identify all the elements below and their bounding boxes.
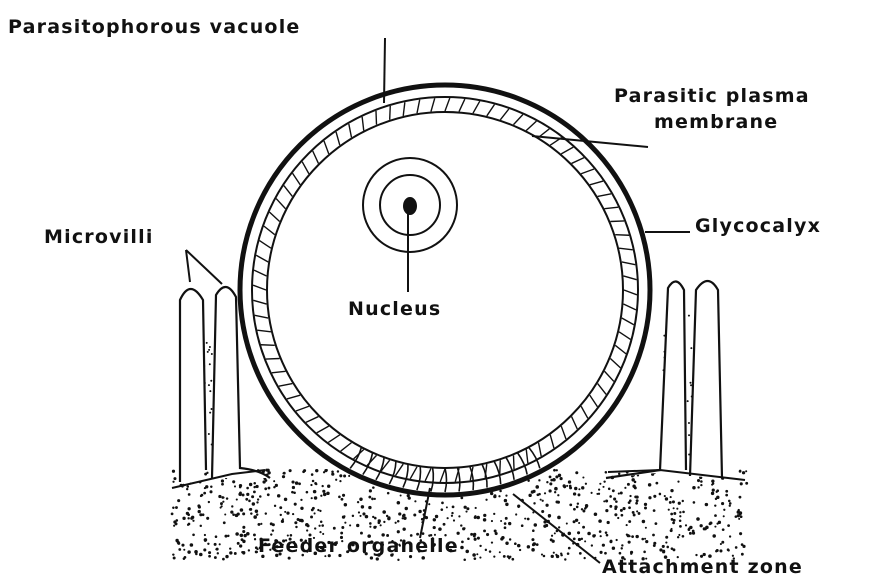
label-nucleus: Nucleus xyxy=(348,300,441,319)
label-parasitophorous-vacuole: Parasitophorous vacuole xyxy=(8,18,301,37)
label-glycocalyx: Glycocalyx xyxy=(695,217,821,236)
label-parasitic-plasma-membrane: Parasitic plasma membrane xyxy=(614,84,810,135)
label-feeder-organelle: Feeder organelle xyxy=(258,537,459,556)
label-parasitic-plasma-line2: membrane xyxy=(614,110,810,136)
label-parasitic-plasma-line1: Parasitic plasma xyxy=(614,84,810,110)
label-microvilli: Microvilli xyxy=(44,228,154,247)
parasitophorous-vacuole-membrane xyxy=(240,85,650,495)
label-attachment-zone: Attachment zone xyxy=(602,558,803,577)
